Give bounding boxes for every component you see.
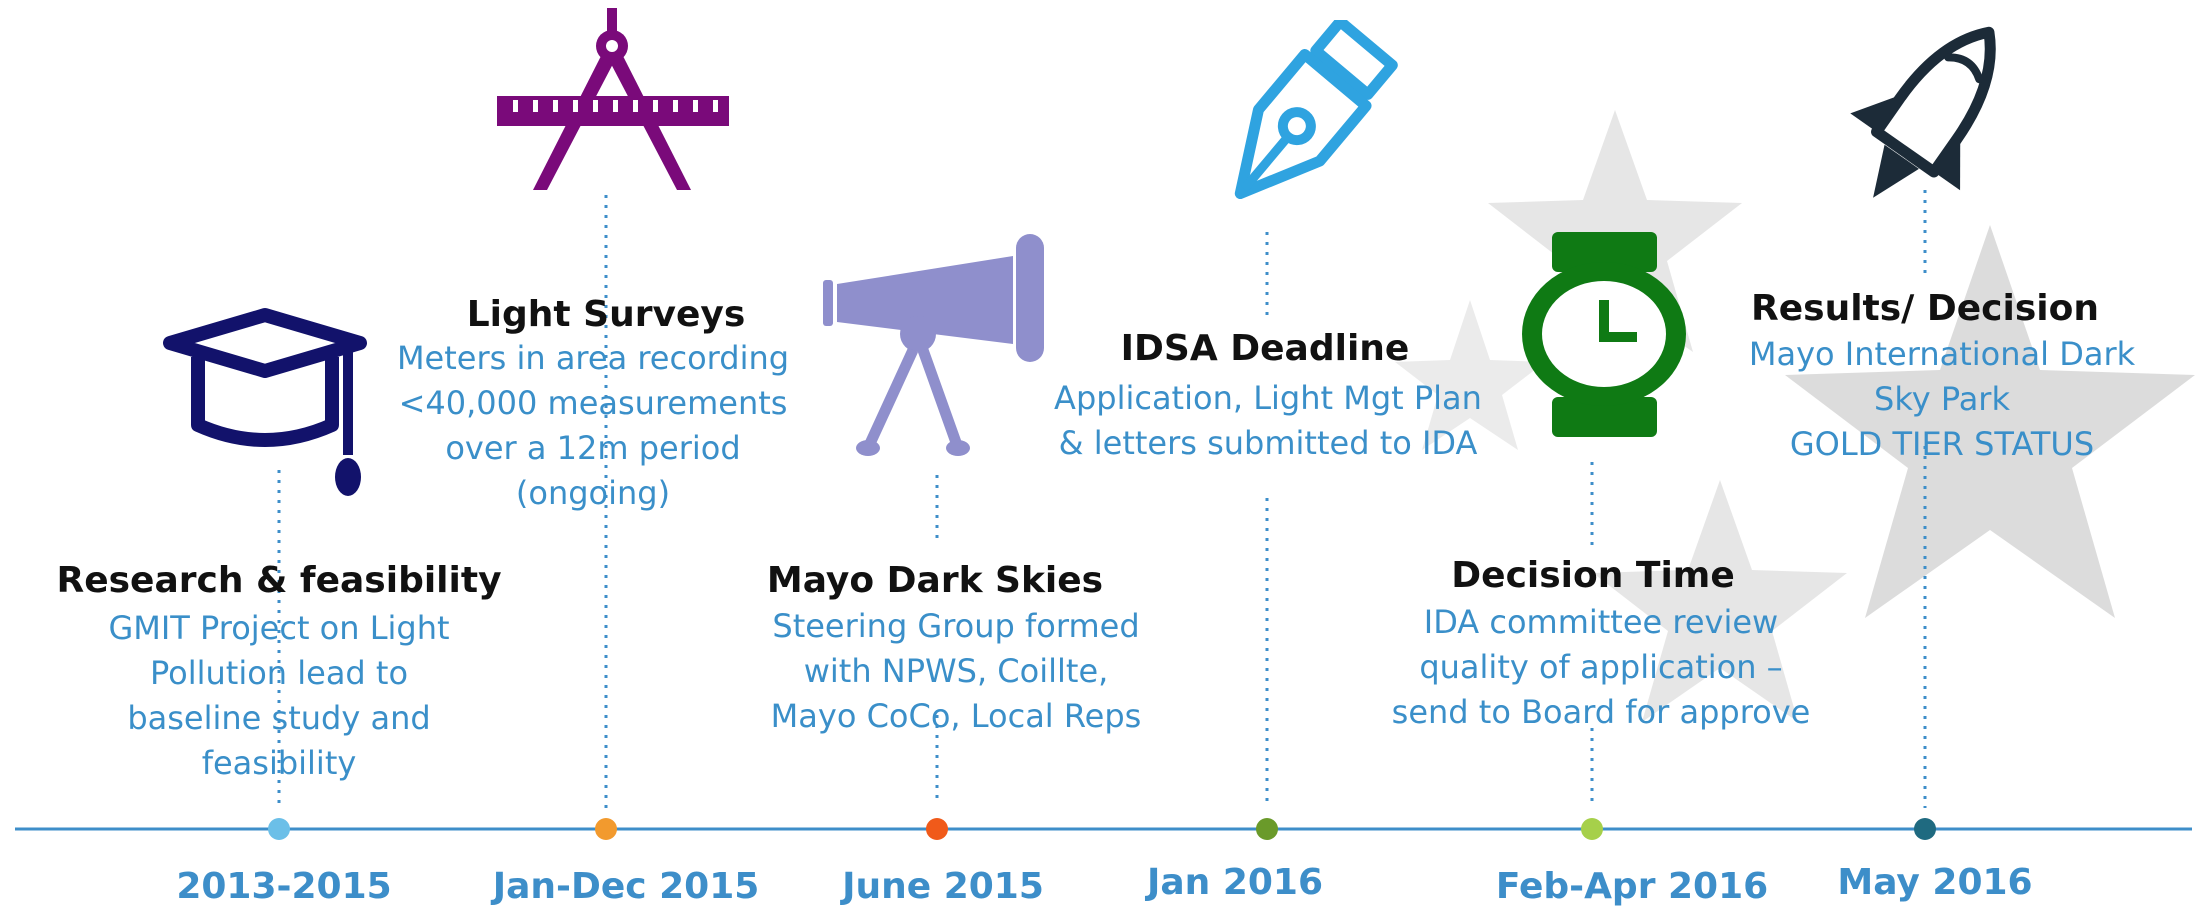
description-line: Application, Light Mgt Plan — [1054, 379, 1482, 417]
description-line: feasibility — [201, 744, 357, 782]
description-line: quality of application – — [1419, 648, 1783, 686]
description-line: Meters in area recording — [396, 339, 790, 377]
milestone-date: Jan-Dec 2015 — [492, 866, 760, 907]
milestone-description: GMIT Project on Light Pollution lead to … — [84, 606, 474, 786]
watch-icon — [1522, 232, 1686, 437]
description-line: Steering Group formed — [772, 607, 1140, 645]
milestone-title: Research & feasibility — [56, 560, 502, 601]
description-line: Pollution lead to — [149, 654, 409, 692]
description-line: & letters submitted to IDA — [1058, 424, 1478, 462]
background-star-icon — [1395, 300, 1545, 450]
milestone-date: June 2015 — [842, 866, 1044, 907]
timeline-dot — [268, 818, 290, 840]
milestone-date: 2013-2015 — [176, 866, 392, 907]
description-line: with NPWS, Coillte, — [803, 652, 1109, 690]
milestone-title: IDSA Deadline — [1120, 328, 1410, 369]
description-line: Mayo CoCo, Local Reps — [770, 697, 1142, 735]
milestone-title: Light Surveys — [466, 294, 746, 335]
milestone-description: IDA committee review quality of applicat… — [1381, 600, 1821, 735]
description-line: over a 12m period — [445, 429, 741, 467]
timeline-dot — [1914, 818, 1936, 840]
description-line: send to Board for approve — [1391, 693, 1811, 731]
rocket-icon — [1850, 26, 1996, 198]
description-line: <40,000 measurements — [398, 384, 788, 422]
background-star-icon — [1488, 110, 1742, 352]
milestone-description: Steering Group formed with NPWS, Coillte… — [756, 604, 1156, 739]
milestone-description: Meters in area recording <40,000 measure… — [383, 336, 803, 516]
timeline-dot — [926, 818, 948, 840]
timeline-dot — [1256, 818, 1278, 840]
compass-ruler-icon — [497, 8, 729, 190]
description-line: IDA committee review — [1423, 603, 1779, 641]
description-line: GOLD TIER STATUS — [1789, 425, 2095, 463]
telescope-icon — [823, 234, 1044, 456]
background-star-icon — [1785, 225, 2195, 618]
milestone-title: Results/ Decision — [1751, 288, 2099, 329]
graduation-cap-icon — [163, 308, 367, 496]
milestone-date: May 2016 — [1837, 862, 2033, 903]
milestone-title: Mayo Dark Skies — [766, 560, 1104, 601]
fountain-pen-icon — [1234, 20, 1398, 200]
description-line: baseline study and — [127, 699, 431, 737]
milestone-date: Feb-Apr 2016 — [1495, 866, 1769, 907]
background-star-icon — [1593, 480, 1847, 722]
milestone-date: Jan 2016 — [1146, 862, 1324, 903]
description-line: Sky Park — [1874, 380, 2010, 418]
timeline-dot — [595, 818, 617, 840]
milestone-title: Decision Time — [1451, 555, 1735, 596]
description-line: GMIT Project on Light — [108, 609, 450, 647]
description-line: Mayo International Dark — [1748, 335, 2136, 373]
timeline-dot — [1581, 818, 1603, 840]
milestone-description: Application, Light Mgt Plan & letters su… — [1038, 376, 1498, 466]
milestone-description: Mayo International Dark Sky Park GOLD TI… — [1732, 332, 2152, 467]
description-line: (ongoing) — [515, 474, 671, 512]
